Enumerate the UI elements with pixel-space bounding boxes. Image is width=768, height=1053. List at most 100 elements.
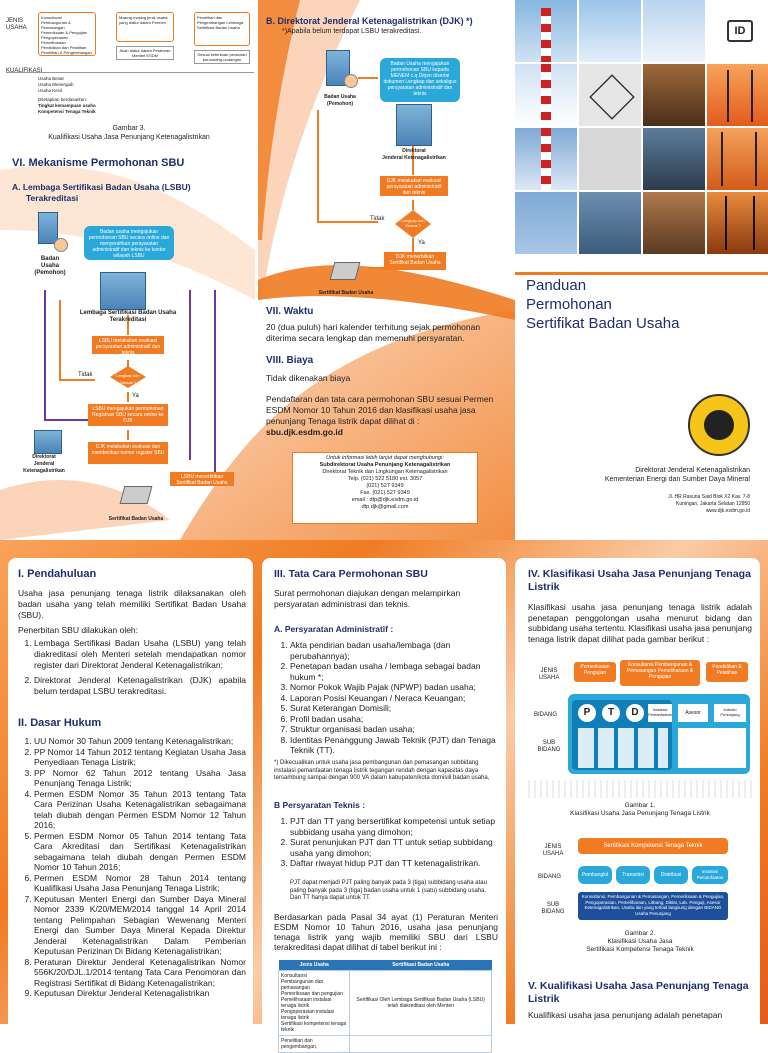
fig1-t: T <box>602 704 620 722</box>
fig1-bidang-label: BIDANG <box>534 712 558 718</box>
flow-start-box: Badan usaha mengajukan permohonan SBU se… <box>84 226 174 260</box>
djk-pemohon-line: (Pemohon) <box>326 101 354 107</box>
section-i-text2: Penerbitan SBU dilakukan oleh: <box>18 625 139 635</box>
fig2-pembangkit: Pembangkit <box>578 866 612 884</box>
photo-chimney-3 <box>515 128 577 190</box>
cover-title: Panduan Permohonan Sertifikat Badan Usah… <box>526 276 679 333</box>
fig1-caption: Klasifikasi Usaha Jasa Penunjang Tenaga … <box>570 810 710 817</box>
photo-tower-sunset <box>707 64 768 126</box>
decision-label: Lengkap dan Sesuai ? <box>116 373 140 385</box>
box1-item: Pemeliharaan <box>41 40 66 45</box>
fig1-box-pemeriksaan: Pemeriksaan Pengujian <box>574 662 616 682</box>
vi-a-line2: Terakreditasi <box>26 193 79 203</box>
i-item: Direktorat Jenderal Ketenagalistrikan (D… <box>34 675 246 697</box>
section-b-title: B. Direktorat Jenderal Ketenagalistrikan… <box>266 16 473 26</box>
section-v-title: V. Kualifikasi Usaha Jasa Penunjang Tena… <box>528 980 749 1005</box>
tbl-cell: Sertifikasi Oleh Lembaga Sertifikasi Bad… <box>349 970 492 1036</box>
section-ii-list: UU Nomor 30 Tahun 2009 tentang Ketenagal… <box>18 736 246 999</box>
direktorat-label: Direktorat Jenderal Ketenagalistrikan <box>14 454 74 475</box>
photo-chimney-2 <box>515 64 577 126</box>
section-iii-title: III. Tata Cara Permohonan SBU <box>274 568 428 580</box>
box1-item: Pemeriksaan & Pengujian <box>41 30 88 35</box>
cover-address: Jl. HR Rasuna Said Blok X2 Kav. 7-8 Kuni… <box>540 494 750 515</box>
pemohon-building-icon <box>38 212 58 244</box>
section-iii-b-text: Berdasarkan pada Pasal 34 ayat (1) Perat… <box>274 912 498 952</box>
vi-a-line1: A. Lembaga Sertifikasi Badan Usaha (LSBU… <box>12 182 191 192</box>
box1-item: Penelitian & Pengembangan <box>41 50 92 55</box>
fig1-industri: Industri Penunjang <box>714 704 746 722</box>
tbl-line: Sertifikasi kompetensi tenaga teknik <box>281 1021 347 1033</box>
jenis-usaha-label: JENIS USAHA <box>6 18 27 31</box>
djk-person-icon <box>344 74 358 88</box>
section-viii-text2: Pendaftaran dan tata cara permohonan SBU… <box>266 394 506 438</box>
photo-worker <box>579 192 641 254</box>
info-line: email : dtp@djk.esdm.go.id <box>351 497 419 503</box>
tbl-cell: Konsultansi Pembangunan dan pemasangan P… <box>277 970 351 1036</box>
ii-item: Keputusan Menteri Energi dan Sumber Daya… <box>34 894 246 957</box>
section-v-text: Kualifikasi usaha jasa penunjang adalah … <box>528 1010 723 1020</box>
djk-terbit-box: DJK menerbitkan Sertifikat Badan Usaha <box>384 252 446 270</box>
fig2-caption1: Klasifikasi Usaha Jasa <box>607 938 673 945</box>
certificate-icon <box>119 486 153 504</box>
photo-cables <box>643 192 705 254</box>
lsbu-terbit-box: LSBU menerbitkan Sertifikat Badan Usaha <box>170 472 234 486</box>
ii-item: PP Nomor 62 Tahun 2012 tentang Usaha Jas… <box>34 768 246 789</box>
lsbu-eval-box: LSBU melakukan evaluasi persyaratan admi… <box>92 336 164 356</box>
section-vii-title: VII. Waktu <box>266 306 314 317</box>
photo-insulator <box>643 64 705 126</box>
section-iii-b-list: PJT dan TT yang bersertifikat kompetensi… <box>274 816 498 869</box>
tidak-label: Tidak <box>78 372 93 378</box>
fig1-p: P <box>578 704 596 722</box>
contact-info-box: Untuk informasi lebih lanjut dapat mengh… <box>292 452 478 524</box>
kual-item: Usaha Menengah <box>38 82 74 87</box>
fig1-subbidang-grid <box>578 728 668 768</box>
cover-title-line: Sertifikat Badan Usaha <box>526 315 680 332</box>
decision-diamond <box>110 366 146 388</box>
fig1-box-konsultansi: Konsultansi Pembangunan & Pemasangan Pem… <box>620 660 700 686</box>
photo-pylon <box>579 64 641 126</box>
section-ii-title: II. Dasar Hukum <box>18 717 102 729</box>
photo-tower-dusk <box>707 192 768 254</box>
djk-bu-label: Badan Usaha <box>324 94 356 100</box>
fig1-subbidang-right <box>678 728 746 768</box>
a-item: Akta pendirian badan usaha/lembaga (dan … <box>290 640 498 661</box>
section-viii-text: Tidak dikenakan biaya <box>266 373 351 383</box>
cover-org2: Kementerian Energi dan Sumber Daya Miner… <box>604 476 750 483</box>
section-i-list: Lembaga Sertifikasi Badan Usaha (LSBU) y… <box>18 638 246 697</box>
panel-2 <box>262 558 506 1024</box>
photo-tower-sunset-2 <box>707 128 768 190</box>
djk-sertifikat-label: Sertifikat Badan Usaha <box>318 290 374 296</box>
jendral-line: Jenderal Ketenagalistrikan <box>23 461 65 474</box>
lsbu-register-box: LSBU mengajukan permohonan Registrasi SB… <box>88 404 168 426</box>
section-iii-a-list: Akta pendirian badan usaha/lembaga (dan … <box>274 640 498 756</box>
addr-line: Jl. HR Rasuna Said Blok X2 Kav. 7-8 <box>668 494 750 500</box>
sbu-link[interactable]: sbu.djk.esdm.go.id <box>266 427 343 437</box>
section-iii-a-note: *) Dikecualikan untuk usaha jasa pembang… <box>274 760 490 781</box>
fig1-title: Gambar 1. <box>624 802 656 809</box>
pemohon-label: (Pemohon) <box>34 270 66 276</box>
id-badge: ID <box>727 20 753 42</box>
cover-title-line: Panduan <box>526 277 587 294</box>
fig2-subbidang-label: SUB BIDANG <box>541 902 565 915</box>
info-org2: Direktorat Teknik dan Lingkungan Ketenag… <box>322 469 448 475</box>
cover-photo-grid: ID <box>515 0 768 270</box>
info-line: Telp. (021) 522 5180 ext. 3057 <box>347 476 423 482</box>
fig3-caption: Kualifikasi Usaha Jasa Penunjang Ketenag… <box>48 134 210 141</box>
djk-tidak-label: Tidak <box>370 216 385 222</box>
kual-item: Usaha Kecil <box>38 88 63 93</box>
djk-building-icon <box>34 430 62 454</box>
b-item: Surat penunjukan PJT dan TT untuk setiap… <box>290 837 498 858</box>
viii-text2: Pendaftaran dan tata cara permohonan SBU… <box>266 394 494 426</box>
fig2-title: Gambar 2. <box>624 930 656 937</box>
kual-bullet: Tingkat kemampuan usaha <box>38 103 96 108</box>
box1-item: Pengoperasian <box>41 35 68 40</box>
tbl-line: Pemeriksaan dan pengujian <box>281 991 343 997</box>
box1-item: Konsultansi <box>41 15 62 20</box>
a-item: Struktur organisasi badan usaha; <box>290 724 498 735</box>
panel-1 <box>8 558 253 1024</box>
fig1-asesor: Asesor <box>678 704 708 722</box>
a-item: Profil badan usaha; <box>290 714 498 725</box>
djk-eval-box-2: DJK melakukan evaluasi persyaratan admin… <box>380 176 448 196</box>
subbidang-box: Sesuai ketentuan peraturan perundang-und… <box>194 50 250 64</box>
section-b-subtitle: *)Apabila belum terdapat LSBU terakredit… <box>282 28 422 35</box>
